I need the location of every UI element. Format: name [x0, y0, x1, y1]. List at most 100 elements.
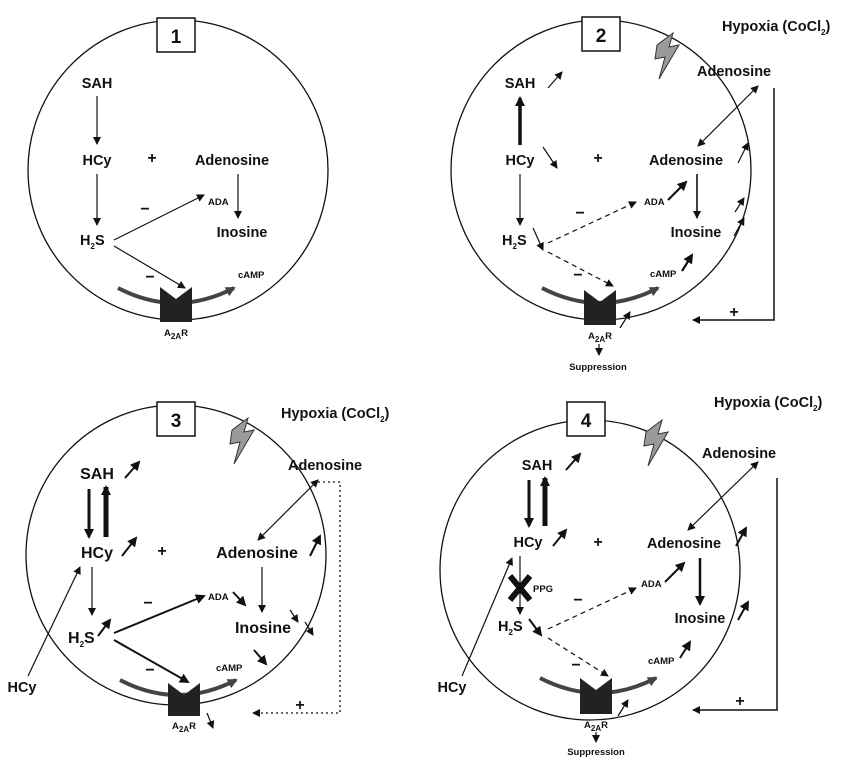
- suppression-label: Suppression: [569, 362, 627, 373]
- h2s-inhibits-ada-dashed-arrow: [547, 201, 637, 244]
- adenosine-label: Adenosine: [647, 536, 721, 552]
- a2a-receptor: [580, 678, 612, 714]
- inosine-small-up-arrow: [734, 197, 745, 213]
- hcy-label: HCy: [81, 545, 113, 562]
- panel-number-box: [156, 401, 196, 437]
- panel-2: 2 Hypoxia (CoCl2) Adenosine SAH HCy + Ad…: [450, 16, 831, 373]
- h2s-up-arrow: [97, 618, 112, 637]
- adenosine-exchange-arrow: [257, 479, 319, 541]
- adenosine-up-arrow: [737, 142, 749, 164]
- a2a-receptor: [168, 683, 200, 716]
- adenosine-label: Adenosine: [649, 153, 723, 169]
- plus-sign: +: [157, 543, 166, 560]
- sah-label: SAH: [82, 76, 113, 92]
- ppg-label: PPG: [533, 584, 553, 595]
- a2a-receptor-label: A2AR: [584, 720, 608, 733]
- plus-sign: +: [295, 697, 304, 714]
- inosine-up-arrow: [737, 600, 749, 621]
- receptor-signal-arc: [541, 286, 660, 305]
- h2s-down-arrow: [528, 618, 543, 637]
- extracellular-feedback-dotted-arrow: [252, 481, 341, 717]
- inosine-up-arrow: [733, 217, 745, 237]
- h2s-label: H2S: [498, 619, 523, 637]
- a2a-receptor-label: A2AR: [172, 721, 196, 734]
- sah-up-arrow: [124, 460, 141, 479]
- panel-number: 4: [581, 411, 592, 432]
- minus-sign: −: [575, 205, 584, 222]
- ada-down-arrow: [232, 591, 247, 607]
- plus-sign: +: [729, 304, 738, 321]
- ada-label: ADA: [208, 592, 229, 603]
- camp-up-arrow: [679, 640, 692, 659]
- h2s-inhibits-ada-arrow: [113, 594, 206, 634]
- ada-up-arrow: [664, 561, 686, 583]
- external-hcy-arrow: [461, 557, 513, 677]
- panel-number-box: [156, 17, 196, 53]
- camp-label: cAMP: [650, 269, 677, 280]
- camp-label: cAMP: [648, 656, 675, 667]
- h2s-down-arrow: [532, 227, 544, 251]
- sah-label: SAH: [80, 466, 114, 483]
- hcy-label: HCy: [505, 153, 534, 169]
- lightning-bolt-icon: [643, 419, 669, 467]
- h2s-inhibits-receptor-dashed-arrow: [547, 251, 614, 287]
- panel-1: 1 SAH HCy + Adenosine ADA Inosine H2S − …: [27, 17, 329, 341]
- camp-down-arrow: [253, 649, 268, 666]
- a2a-receptor-label: A2AR: [588, 331, 612, 344]
- panel-number-box: [566, 401, 606, 437]
- sah-up-arrow: [565, 452, 582, 471]
- extracellular-feedback-arrow: [692, 478, 778, 714]
- inosine-label: Inosine: [675, 611, 726, 627]
- adenosine-label: Adenosine: [195, 153, 269, 169]
- extracellular-adenosine-label: Adenosine: [702, 446, 776, 462]
- plus-sign: +: [593, 150, 602, 167]
- panel-number-box: [581, 16, 621, 52]
- external-hcy-label: HCy: [7, 680, 36, 696]
- panel-3: 3 Hypoxia (CoCl2) Adenosine SAH HCy + Ad…: [7, 401, 390, 734]
- suppression-label: Suppression: [567, 747, 625, 758]
- h2s-inhibits-ada-arrow: [113, 194, 205, 241]
- cell-circle: [27, 19, 329, 321]
- hcy-down-arrow: [542, 146, 558, 169]
- a2a-receptor-label: A2AR: [164, 328, 188, 341]
- inosine-label: Inosine: [671, 225, 722, 241]
- ada-label: ADA: [644, 197, 665, 208]
- minus-sign: −: [571, 657, 580, 674]
- sah-label: SAH: [522, 458, 553, 474]
- panel-4: 4 Hypoxia (CoCl2) Adenosine SAH HCy + Ad…: [437, 395, 822, 758]
- inosine-small-down-arrow: [289, 609, 299, 623]
- minus-sign: −: [143, 595, 152, 612]
- receptor-down-arrow: [206, 712, 215, 729]
- plus-sign: +: [735, 693, 744, 710]
- ppg-block-x-icon: [507, 574, 533, 602]
- receptor-up-arrow: [619, 311, 631, 329]
- camp-label: cAMP: [216, 663, 243, 674]
- adenosine-exchange-arrow: [697, 85, 759, 147]
- extracellular-adenosine-label: Adenosine: [288, 458, 362, 474]
- external-hcy-arrow: [27, 566, 81, 677]
- h2s-label: H2S: [502, 233, 527, 251]
- camp-label: cAMP: [238, 270, 265, 281]
- h2s-inhibits-receptor-arrow: [113, 245, 186, 289]
- inosine-label: Inosine: [217, 225, 268, 241]
- inosine-down-arrow: [304, 621, 314, 636]
- ada-label: ADA: [641, 579, 662, 590]
- adenosine-label: Adenosine: [216, 545, 298, 562]
- hcy-up-arrow: [121, 536, 138, 557]
- extracellular-feedback-arrow: [692, 88, 775, 324]
- hypoxia-label: Hypoxia (CoCl2): [281, 406, 390, 424]
- h2s-inhibits-ada-dashed-arrow: [547, 587, 637, 630]
- hypoxia-label: Hypoxia (CoCl2): [722, 19, 831, 37]
- external-hcy-label: HCy: [437, 680, 466, 696]
- adenosine-up-arrow: [735, 526, 747, 547]
- panel-number: 3: [171, 411, 182, 432]
- minus-sign: −: [145, 662, 154, 679]
- camp-up-arrow: [681, 253, 694, 272]
- sah-up-arrow: [547, 71, 563, 89]
- adenosine-exchange-arrow: [687, 461, 759, 531]
- plus-sign: +: [147, 150, 156, 167]
- inosine-label: Inosine: [235, 620, 291, 637]
- sah-label: SAH: [505, 76, 536, 92]
- panel-number: 1: [171, 27, 182, 48]
- minus-sign: −: [573, 267, 582, 284]
